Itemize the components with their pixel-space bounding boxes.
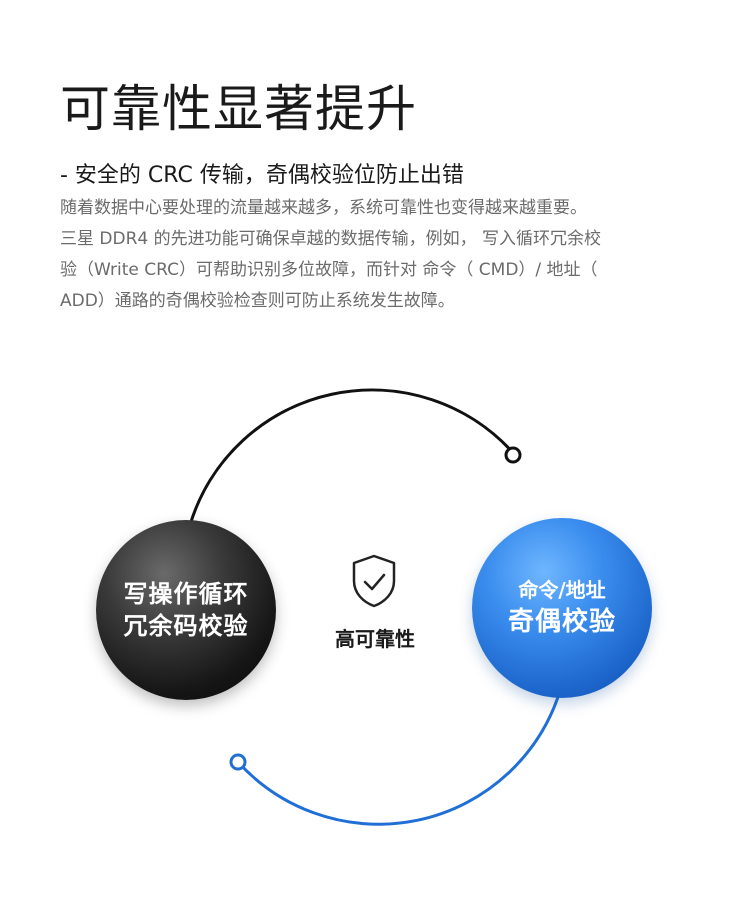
high-reliability-label: 高可靠性 [335, 627, 415, 651]
cmd-add-line2: 奇偶校验 [507, 607, 616, 637]
cmd-add-line1: 命令/地址 [518, 578, 606, 602]
blue-arc-endpoint [229, 753, 247, 771]
description-line: 随着数据中心要处理的流量越来越多，系统可靠性也变得越来越重要。 [60, 198, 587, 218]
shield-check-icon [352, 554, 396, 608]
page-title: 可靠性显著提升 [60, 80, 417, 138]
write-crc-line1: 写操作循环 [123, 580, 249, 608]
description-line: ADD）通路的奇偶校验检查则可防止系统发生故障。 [60, 291, 455, 311]
blue-arc [236, 696, 560, 826]
black-arc [188, 388, 517, 526]
description-paragraph: 随着数据中心要处理的流量越来越多，系统可靠性也变得越来越重要。 三星 DDR4 … [60, 193, 700, 317]
description-line: 验（Write CRC）可帮助识别多位故障，而针对 命令（ CMD）/ 地址（ [60, 260, 598, 280]
black-arc-endpoint [504, 446, 522, 464]
description-line: 三星 DDR4 的先进功能可确保卓越的数据传输，例如， 写入循环冗余校 [60, 229, 602, 249]
write-crc-ball: 写操作循环 冗余码校验 [96, 520, 276, 700]
cmd-add-parity-ball: 命令/地址 奇偶校验 [472, 518, 652, 698]
page-subtitle: - 安全的 CRC 传输，奇偶校验位防止出错 [60, 163, 464, 188]
write-crc-line2: 冗余码校验 [123, 612, 249, 640]
